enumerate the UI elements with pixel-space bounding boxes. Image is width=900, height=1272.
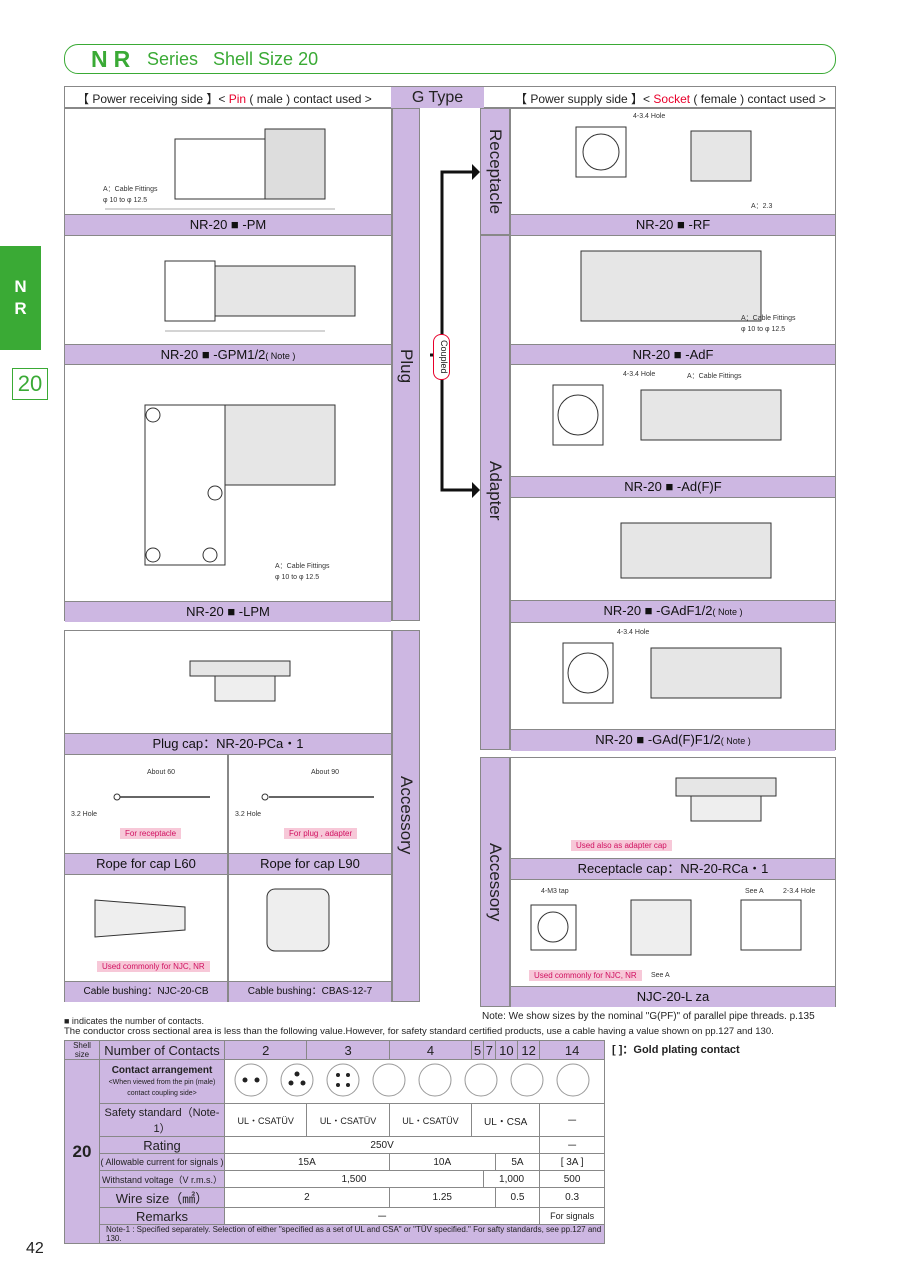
type-header-row: 【 Power receiving side 】< Pin ( male ) c…: [64, 86, 836, 108]
part-rope60-label: Rope for cap L60: [65, 853, 227, 874]
accessory-label-left: Accessory: [397, 776, 416, 855]
rope90-drawing: [261, 793, 374, 801]
part-cb1-label: Cable bushing：NJC-20-CB: [65, 981, 227, 1002]
panel-lpm: A：Cable Fittings φ 10 to φ 12.5 NR-20 ■ …: [64, 364, 392, 622]
common-note-1: Used commonly for NJC, NR: [97, 961, 210, 972]
spec-table: Shell size Number of Contacts 2 3 4 5 7 …: [64, 1040, 605, 1244]
contacts-indicator-note: ■ indicates the number of contacts.: [64, 1016, 205, 1026]
for-plug-note: For plug , adapter: [284, 828, 358, 839]
gpm-drawing: [164, 260, 356, 332]
part-adf-label: NR-20 ■ -AdF: [511, 344, 835, 365]
cb2-drawing: [266, 888, 330, 952]
part-gpm-label: NR-20 ■ -GPM1/2( Note ): [65, 344, 391, 366]
part-gadf-label: NR-20 ■ -GAdF1/2( Note ): [511, 600, 835, 622]
note-1: Note-1 : Specified separately. Selection…: [99, 1224, 605, 1244]
panel-rf: 4-3.4 Hole A：2.3 NR-20 ■ -RF: [510, 108, 836, 235]
accessory-column-right: Accessory: [480, 757, 510, 1007]
plug-label: Plug: [397, 349, 416, 384]
panel-cb1: Used commonly for NJC, NR Cable bushing：…: [64, 874, 228, 1002]
safety-standard-label: Safety standard（Note-1）: [99, 1103, 225, 1137]
part-lpm-label: NR-20 ■ -LPM: [65, 601, 391, 622]
rf-drawing: [575, 126, 752, 182]
shell-size-header: Shell size: [64, 1040, 100, 1060]
adapter-column: Adapter: [480, 235, 510, 750]
coupled-label: Coupled: [433, 334, 450, 380]
right-side-label: 【 Power supply side 】< Socket ( female )…: [515, 92, 826, 106]
accessory-label-right: Accessory: [486, 843, 505, 922]
panel-rope60: About 60 3.2 Hole For receptacle Rope fo…: [64, 754, 228, 874]
side-tab-nr[interactable]: N R: [0, 246, 41, 350]
contact-arrangement-diagrams: [224, 1059, 605, 1104]
lpm-drawing: [144, 404, 336, 566]
adff-drawing: [552, 384, 782, 446]
remarks-label: Remarks: [99, 1207, 225, 1225]
g-type-label: G Type: [391, 87, 484, 108]
cb1-drawing: [94, 899, 186, 938]
num-contacts-header: Number of Contacts: [99, 1040, 225, 1060]
receptacle-column: Receptacle: [480, 108, 510, 235]
njc-drawing: [530, 899, 802, 956]
common-note-2: Used commonly for NJC, NR: [529, 970, 642, 981]
for-receptacle-note: For receptacle: [120, 828, 182, 839]
panel-pcap: Plug cap：NR-20-PCa・1: [64, 630, 392, 754]
panel-cb2: Cable bushing：CBAS-12-7: [228, 874, 392, 1002]
page-number: 42: [26, 1240, 44, 1257]
gold-plating-note: [ ]：Gold plating contact: [612, 1044, 740, 1056]
panel-rope90: About 90 3.2 Hole For plug , adapter Rop…: [228, 754, 392, 874]
part-rf-label: NR-20 ■ -RF: [511, 214, 835, 235]
wire-size-label: Wire size（㎟）: [99, 1187, 225, 1208]
pipe-thread-note: Note: We show sizes by the nominal "G(PF…: [482, 1011, 815, 1022]
gadff-drawing: [562, 642, 782, 704]
conductor-note: The conductor cross sectional area is le…: [64, 1026, 774, 1037]
panel-njc: 4-M3 tap See A 2-3.4 Hole See A Used com…: [510, 879, 836, 1007]
rope60-drawing: [113, 793, 210, 801]
adapter-cap-note: Used also as adapter cap: [571, 840, 672, 851]
left-side-label: 【 Power receiving side 】< Pin ( male ) c…: [77, 92, 372, 106]
pin-layout-icons: [234, 1063, 589, 1097]
pm-drawing: [105, 128, 335, 210]
plug-column: Plug: [392, 108, 420, 621]
panel-adff: 4-3.4 Hole A：Cable Fittings NR-20 ■ -Ad(…: [510, 364, 836, 497]
part-rope90-label: Rope for cap L90: [229, 853, 391, 874]
part-pcap-label: Plug cap：NR-20-PCa・1: [65, 733, 391, 754]
gadf-drawing: [620, 522, 772, 579]
accessory-column-left: Accessory: [392, 630, 420, 1002]
panel-pm: A：Cable Fittings φ 10 to φ 12.5 NR-20 ■ …: [64, 108, 392, 235]
rating-label: Rating: [99, 1136, 225, 1154]
side-tab-size[interactable]: 20: [12, 368, 48, 400]
adapter-label: Adapter: [486, 461, 505, 521]
adf-drawing: [580, 250, 762, 322]
series-title: Series Shell Size 20: [147, 49, 319, 69]
pcap-drawing: [189, 660, 291, 702]
panel-gadff: 4-3.4 Hole NR-20 ■ -GAd(F)F1/2( Note ): [510, 622, 836, 751]
contact-arrangement-label: Contact arrangement<When viewed from the…: [99, 1059, 225, 1104]
panel-gpm: NR-20 ■ -GPM1/2( Note ): [64, 235, 392, 366]
part-njc-label: NJC-20-L za: [511, 986, 835, 1007]
panel-rcap: Used also as adapter cap Receptacle cap：…: [510, 757, 836, 879]
part-cb2-label: Cable bushing：CBAS-12-7: [229, 981, 391, 1002]
series-code: NR: [91, 46, 137, 72]
panel-gadf: NR-20 ■ -GAdF1/2( Note ): [510, 497, 836, 622]
part-rcap-label: Receptacle cap：NR-20-RCa・1: [511, 858, 835, 879]
rcap-drawing: [675, 777, 777, 822]
shell-size-value: 20: [64, 1059, 100, 1244]
part-adff-label: NR-20 ■ -Ad(F)F: [511, 476, 835, 497]
part-gadff-label: NR-20 ■ -GAd(F)F1/2( Note ): [511, 729, 835, 751]
panel-adf: A：Cable Fittings φ 10 to φ 12.5 NR-20 ■ …: [510, 235, 836, 365]
receptacle-label: Receptacle: [486, 129, 505, 215]
series-header: NR Series Shell Size 20: [64, 44, 836, 74]
coupled-bracket: [430, 164, 480, 498]
part-pm-label: NR-20 ■ -PM: [65, 214, 391, 235]
